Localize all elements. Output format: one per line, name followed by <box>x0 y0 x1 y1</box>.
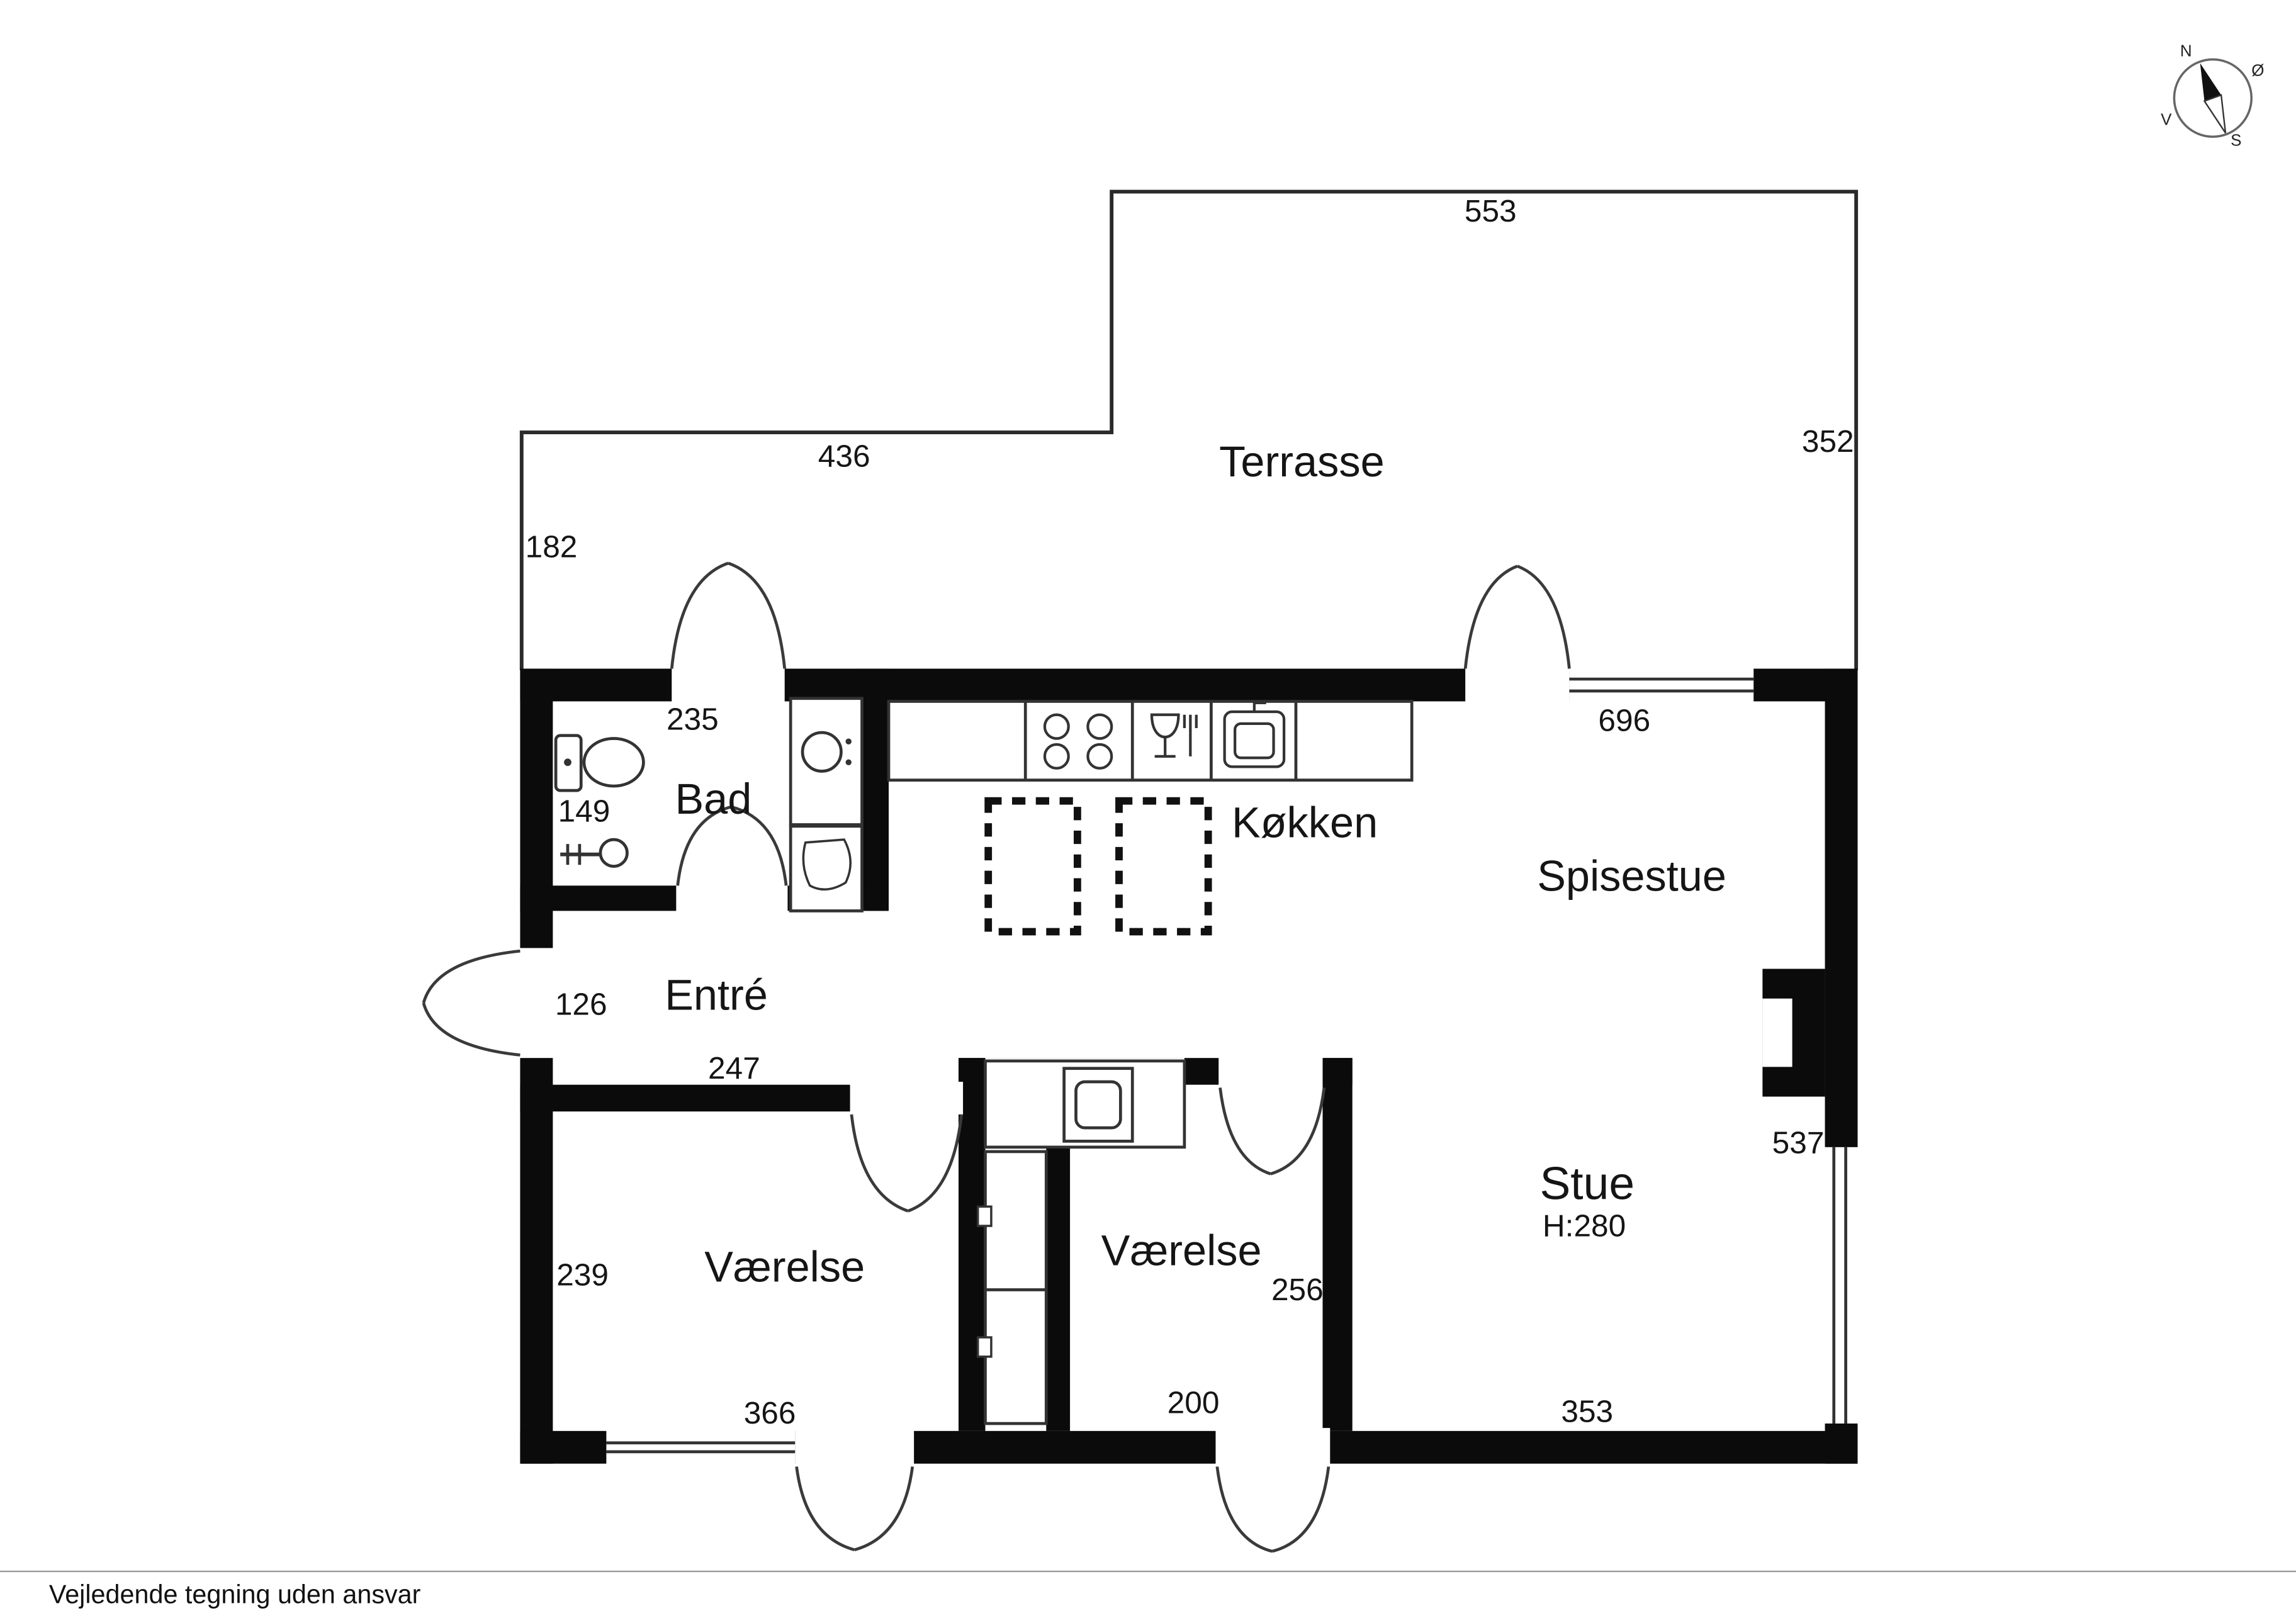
room-label-terrasse: Terrasse <box>1219 439 1385 487</box>
ceiling-height-label: H:280 <box>1542 1210 1626 1244</box>
compass-e-label: Ø <box>2251 60 2264 79</box>
window-top <box>1569 677 1754 693</box>
measure-entre-width: 247 <box>708 1052 760 1087</box>
compass-needle <box>2200 63 2227 133</box>
sink-icon <box>1223 701 1286 768</box>
room-label-stue: Stue <box>1539 1157 1635 1210</box>
wall-closet-right <box>1046 1147 1071 1431</box>
terrace-outline <box>519 189 1859 670</box>
door-openings <box>517 665 1859 1467</box>
appliance-niche <box>984 1059 1186 1149</box>
measure-entre-left: 126 <box>554 988 607 1023</box>
interior-walls <box>520 668 1353 1431</box>
kitchen-counter <box>887 700 1414 782</box>
measure-bad-width: 235 <box>666 702 719 738</box>
room-label-bad: Bad <box>675 776 752 824</box>
door-swings <box>422 561 1571 1553</box>
measure-spisestue-top: 696 <box>1598 704 1651 739</box>
measure-vaerelse1-width: 366 <box>743 1396 796 1431</box>
window-bottom <box>606 1441 796 1454</box>
kitchen-islands <box>984 797 1212 936</box>
footer-disclaimer: Vejledende tegning uden ansvar <box>48 1579 421 1610</box>
wardrobe <box>976 1150 1048 1425</box>
door-entrance <box>422 949 521 1057</box>
stove-icon <box>1043 713 1113 770</box>
measure-vaerelse2-height: 256 <box>1271 1273 1324 1308</box>
faucet-icon <box>560 838 629 868</box>
window-right <box>1832 1147 1847 1424</box>
kitchen-island-right <box>1115 797 1212 936</box>
measure-bad-height: 149 <box>558 795 611 829</box>
door-vaerelse2 <box>1218 1087 1326 1176</box>
fireplace <box>1762 969 1825 1097</box>
door-terrace-right <box>1463 564 1571 669</box>
bathroom-sink-icon <box>789 697 864 826</box>
windows <box>606 677 1847 1454</box>
room-label-vaerelse1: Værelse <box>704 1244 865 1293</box>
shower-icon <box>789 824 864 913</box>
measure-stue-bottom: 353 <box>1561 1395 1614 1430</box>
room-label-spisestue: Spisestue <box>1537 853 1726 902</box>
door-vaerelse1 <box>850 1114 964 1213</box>
door-garden-right <box>1215 1466 1331 1553</box>
dishwasher-icon <box>1150 713 1198 758</box>
room-label-entre: Entré <box>665 972 768 1020</box>
measure-stue-right: 537 <box>1772 1126 1825 1161</box>
compass-n-label: N <box>2180 42 2192 60</box>
measure-terrasse-right: 352 <box>1801 425 1854 459</box>
bathroom-fixtures <box>554 697 864 913</box>
wall-bad-right <box>858 668 889 911</box>
footer-divider <box>0 1570 2296 1573</box>
toilet-icon <box>554 734 645 792</box>
wall-vaerelse1-right <box>958 1058 986 1431</box>
door-garden-left <box>795 1466 914 1552</box>
measure-vaerelse2-width: 200 <box>1167 1386 1220 1421</box>
kitchen-island-left <box>984 797 1081 936</box>
room-label-vaerelse2: Værelse <box>1101 1228 1262 1276</box>
door-terrace-left <box>670 561 787 669</box>
measure-terrasse-left: 182 <box>525 530 578 565</box>
compass-s-label: S <box>2231 130 2241 149</box>
wall-vaerelse2-right <box>1322 1058 1353 1431</box>
compass: N Ø S V <box>2161 42 2264 150</box>
door-bad <box>676 805 788 886</box>
measure-terrasse-upper: 436 <box>818 439 870 475</box>
measure-vaerelse1-height: 239 <box>556 1258 609 1293</box>
compass-w-label: V <box>2161 110 2172 128</box>
washer-icon <box>1062 1067 1134 1143</box>
room-label-kokken: Køkken <box>1232 800 1378 848</box>
measure-terrasse-top: 553 <box>1464 194 1517 229</box>
